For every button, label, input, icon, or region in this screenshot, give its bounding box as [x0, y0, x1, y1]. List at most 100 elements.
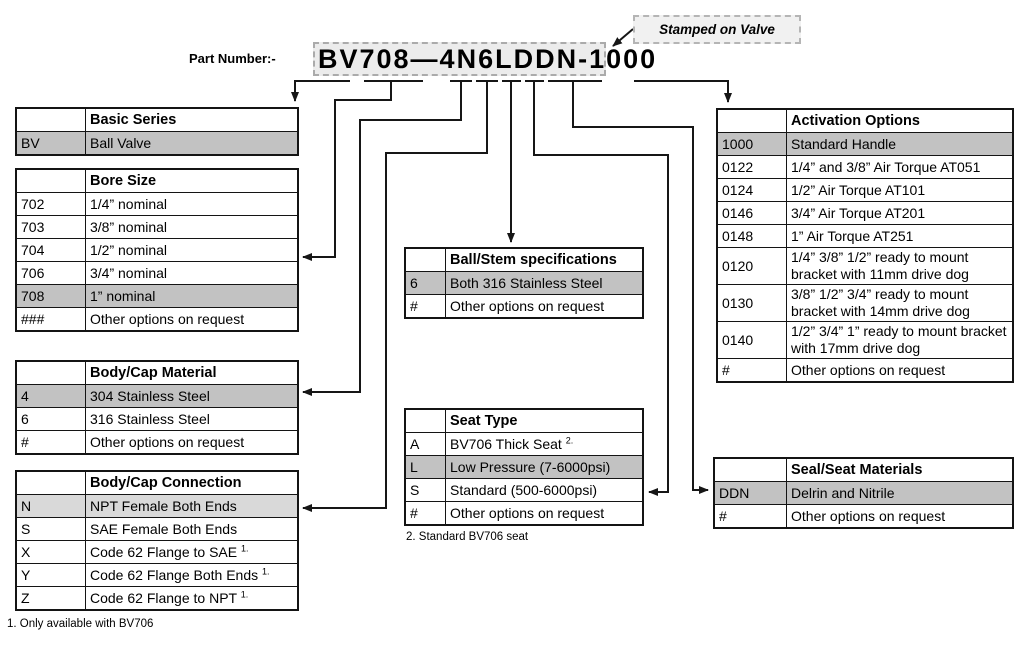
label-cell: 304 Stainless Steel — [85, 384, 299, 408]
header-code-cell — [15, 360, 86, 385]
label-cell: 1” Air Torque AT251 — [786, 224, 1014, 248]
code-cell: 0120 — [716, 247, 787, 285]
header-row: Seat Type — [404, 408, 644, 433]
connector-bv — [291, 80, 350, 102]
table-title: Body/Cap Material — [85, 360, 299, 385]
label-cell: SAE Female Both Ends — [85, 517, 299, 541]
code-cell: 0140 — [716, 321, 787, 359]
table-row: #Other options on request — [404, 294, 644, 319]
header-code-cell — [404, 408, 446, 433]
label-cell: 1/4” 3/8” 1/2” ready to mount bracket wi… — [786, 247, 1014, 285]
code-cell: S — [15, 517, 86, 541]
code-cell: S — [404, 478, 446, 502]
code-cell: # — [15, 430, 86, 455]
header-code-cell — [404, 247, 446, 272]
header-row: Basic Series — [15, 107, 299, 132]
table-row: #Other options on request — [713, 504, 1014, 529]
code-cell: 708 — [15, 284, 86, 308]
table-title: Basic Series — [85, 107, 299, 132]
footnote-1: 1. Only available with BV706 — [7, 618, 154, 630]
label-cell: 3/8” 1/2” 3/4” ready to mount bracket wi… — [786, 284, 1014, 322]
code-cell: N — [15, 494, 86, 518]
code-cell: Z — [15, 586, 86, 611]
connector-708 — [302, 81, 392, 261]
code-cell: 0148 — [716, 224, 787, 248]
code-cell: 702 — [15, 192, 86, 216]
label-cell: 3/8” nominal — [85, 215, 299, 239]
code-cell: 704 — [15, 238, 86, 262]
code-cell: 0146 — [716, 201, 787, 225]
code-cell: # — [404, 294, 446, 319]
label-cell: Low Pressure (7-6000psi) — [445, 455, 644, 479]
part-number: BV708—4N6LDDN-1000 — [318, 44, 658, 74]
header-code-cell — [716, 108, 787, 133]
table-row: #Other options on request — [716, 358, 1014, 383]
code-cell: 4 — [15, 384, 86, 408]
label-cell: Other options on request — [445, 294, 644, 319]
code-cell: 706 — [15, 261, 86, 285]
label-cell: 1” nominal — [85, 284, 299, 308]
table-title: Body/Cap Connection — [85, 470, 299, 495]
header-row: Seal/Seat Materials — [713, 457, 1014, 482]
header-row: Body/Cap Connection — [15, 470, 299, 495]
label-cell: Other options on request — [85, 430, 299, 455]
table-title: Bore Size — [85, 168, 299, 193]
label-cell: 316 Stainless Steel — [85, 407, 299, 431]
label-cell: Other options on request — [85, 307, 299, 332]
header-row: Activation Options — [716, 108, 1014, 133]
code-cell: # — [713, 504, 787, 529]
label-cell: 3/4” Air Torque AT201 — [786, 201, 1014, 225]
header-code-cell — [15, 470, 86, 495]
code-cell: 0124 — [716, 178, 787, 202]
label-cell: 1/2” nominal — [85, 238, 299, 262]
code-cell: DDN — [713, 481, 787, 505]
label-cell: 1/2” Air Torque AT101 — [786, 178, 1014, 202]
header-row: Body/Cap Material — [15, 360, 299, 385]
label-cell: 1/4” nominal — [85, 192, 299, 216]
label-cell: Standard (500-6000psi) — [445, 478, 644, 502]
table-title: Activation Options — [786, 108, 1014, 133]
label-cell: Both 316 Stainless Steel — [445, 271, 644, 295]
header-code-cell — [15, 107, 86, 132]
label-cell: 1/4” and 3/8” Air Torque AT051 — [786, 155, 1014, 179]
table-row: ###Other options on request — [15, 307, 299, 332]
label-cell: Delrin and Nitrile — [786, 481, 1014, 505]
connector-1000 — [634, 80, 732, 103]
code-cell: X — [15, 540, 86, 564]
code-cell: 703 — [15, 215, 86, 239]
table-title: Ball/Stem specifications — [445, 247, 644, 272]
code-cell: 6 — [15, 407, 86, 431]
stamped-on-valve-callout: Stamped on Valve — [633, 15, 801, 44]
code-cell: 6 — [404, 271, 446, 295]
code-cell: ### — [15, 307, 86, 332]
table-row: #Other options on request — [15, 430, 299, 455]
